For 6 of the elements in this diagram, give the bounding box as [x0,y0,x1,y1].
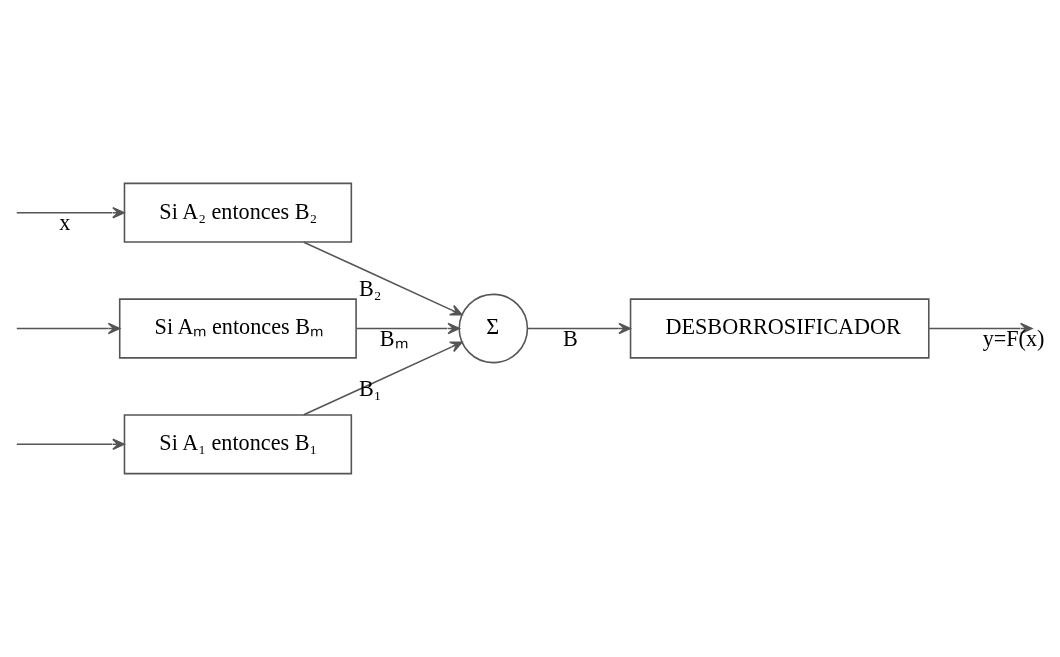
edge-label: B [562,326,578,352]
edge-label: Bₘ [379,326,408,352]
edge-label: B₂ [359,276,382,302]
edge-label: y=F(x) [982,326,1045,352]
edge-label: B₁ [359,376,382,402]
edge-label: x [59,210,71,236]
